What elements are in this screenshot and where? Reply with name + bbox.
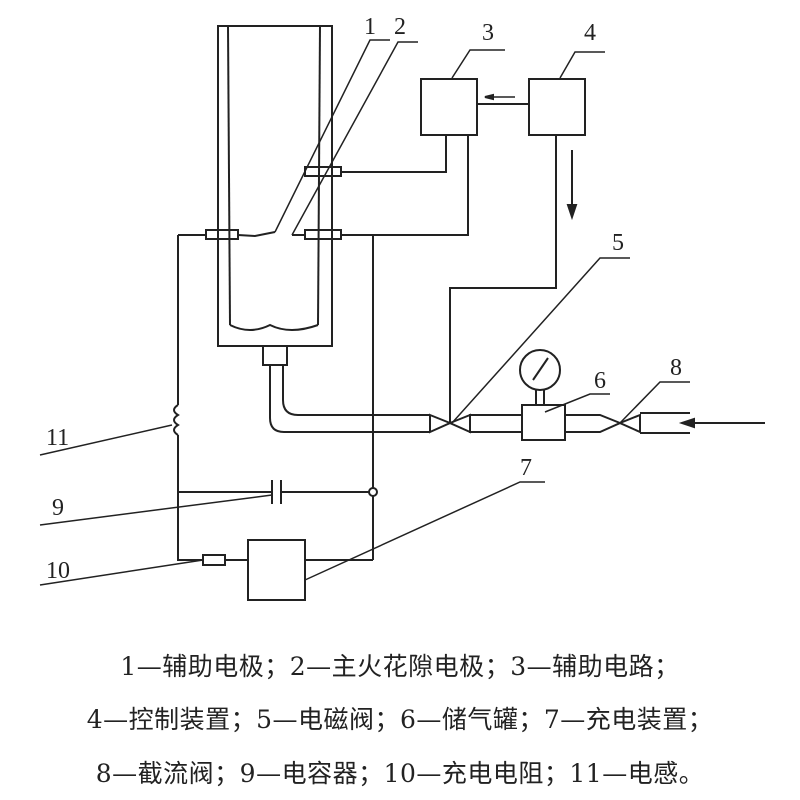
leader-lines [39,39,690,586]
discharge-vessel [217,25,333,347]
control-device-box [528,78,586,136]
gas-tank [521,404,566,441]
label-1: 1 [364,14,376,40]
auxiliary-circuit-box [420,78,478,136]
pressure-gauge [519,349,561,391]
label-10: 10 [46,558,70,584]
caption-line-2: 4—控制装置；5—电磁阀；6—储气罐；7—充电装置； [86,705,714,734]
label-3: 3 [482,20,494,46]
caption-line-3: 8—截流阀；9—电容器；10—充电电阻；11—电感。 [95,759,705,788]
caption-line-1: 1—辅助电极；2—主火花隙电极；3—辅助电路； [120,652,680,681]
label-4: 4 [584,20,596,46]
label-2: 2 [394,14,406,40]
wires [173,93,578,601]
label-8: 8 [670,355,682,381]
label-11: 11 [46,425,69,451]
label-7: 7 [520,455,532,481]
gas-pipe [262,345,765,441]
electrode-plugs [205,166,342,240]
charging-device-box [247,539,306,601]
label-9: 9 [52,495,64,521]
part-labels: 1 2 3 4 5 6 8 7 11 9 10 [46,14,682,584]
label-5: 5 [612,230,624,256]
label-6: 6 [594,368,606,394]
